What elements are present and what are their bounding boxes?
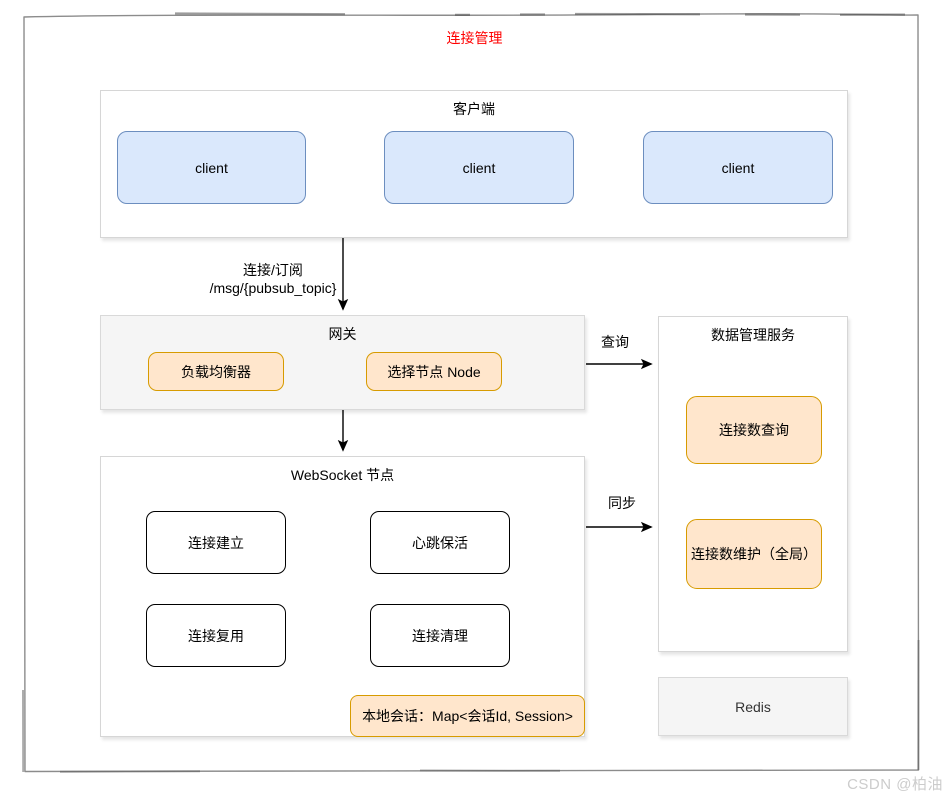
connect-cleanup-label: 连接清理	[412, 627, 468, 644]
select-node-node: 选择节点 Node	[366, 352, 502, 391]
client-node-3-label: client	[721, 159, 755, 176]
redis-label: Redis	[735, 698, 771, 715]
select-node-label: 选择节点 Node	[387, 363, 481, 380]
edge-label-sync: 同步	[608, 495, 636, 511]
connect-establish-label: 连接建立	[188, 534, 244, 551]
load-balancer-node: 负载均衡器	[148, 352, 284, 391]
connect-reuse-node: 连接复用	[146, 604, 286, 667]
client-node-1: client	[117, 131, 306, 204]
client-node-2: client	[384, 131, 574, 204]
connect-cleanup-node: 连接清理	[370, 604, 510, 667]
local-session-node: 本地会话：Map<会话Id, Session>	[350, 695, 585, 737]
conn-count-query-node: 连接数查询	[686, 396, 822, 464]
edge-label-connect-subscribe-line1: 连接/订阅	[243, 262, 303, 278]
client-node-2-label: client	[462, 159, 496, 176]
redis-box: Redis	[658, 677, 848, 736]
diagram-title: 连接管理	[446, 30, 503, 46]
conn-count-maintain-node: 连接数维护（全局）	[686, 519, 822, 589]
local-session-label: 本地会话：Map<会话Id, Session>	[362, 708, 573, 724]
client-node-1-label: client	[195, 159, 228, 176]
heartbeat-keepalive-label: 心跳保活	[412, 534, 468, 551]
edge-label-connect-subscribe-line2: /msg/{pubsub_topic}	[209, 280, 337, 296]
edge-label-query: 查询	[601, 334, 629, 350]
client-node-3: client	[643, 131, 833, 204]
connect-reuse-label: 连接复用	[188, 627, 244, 644]
websocket-node-box: WebSocket 节点	[100, 456, 585, 737]
gateway-title: 网关	[328, 326, 357, 342]
data-service-title: 数据管理服务	[711, 327, 795, 343]
edge-label-connect-subscribe: 连接/订阅 /msg/{pubsub_topic}	[185, 261, 361, 297]
conn-count-maintain-label: 连接数维护（全局）	[691, 546, 817, 562]
heartbeat-keepalive-node: 心跳保活	[370, 511, 510, 574]
csdn-watermark: CSDN @柏油	[847, 776, 943, 793]
conn-count-query-label: 连接数查询	[719, 422, 789, 438]
connect-establish-node: 连接建立	[146, 511, 286, 574]
load-balancer-label: 负载均衡器	[181, 363, 251, 380]
client-group-title: 客户端	[453, 101, 495, 117]
data-service-box: 数据管理服务	[658, 316, 848, 652]
websocket-node-title: WebSocket 节点	[290, 467, 395, 483]
